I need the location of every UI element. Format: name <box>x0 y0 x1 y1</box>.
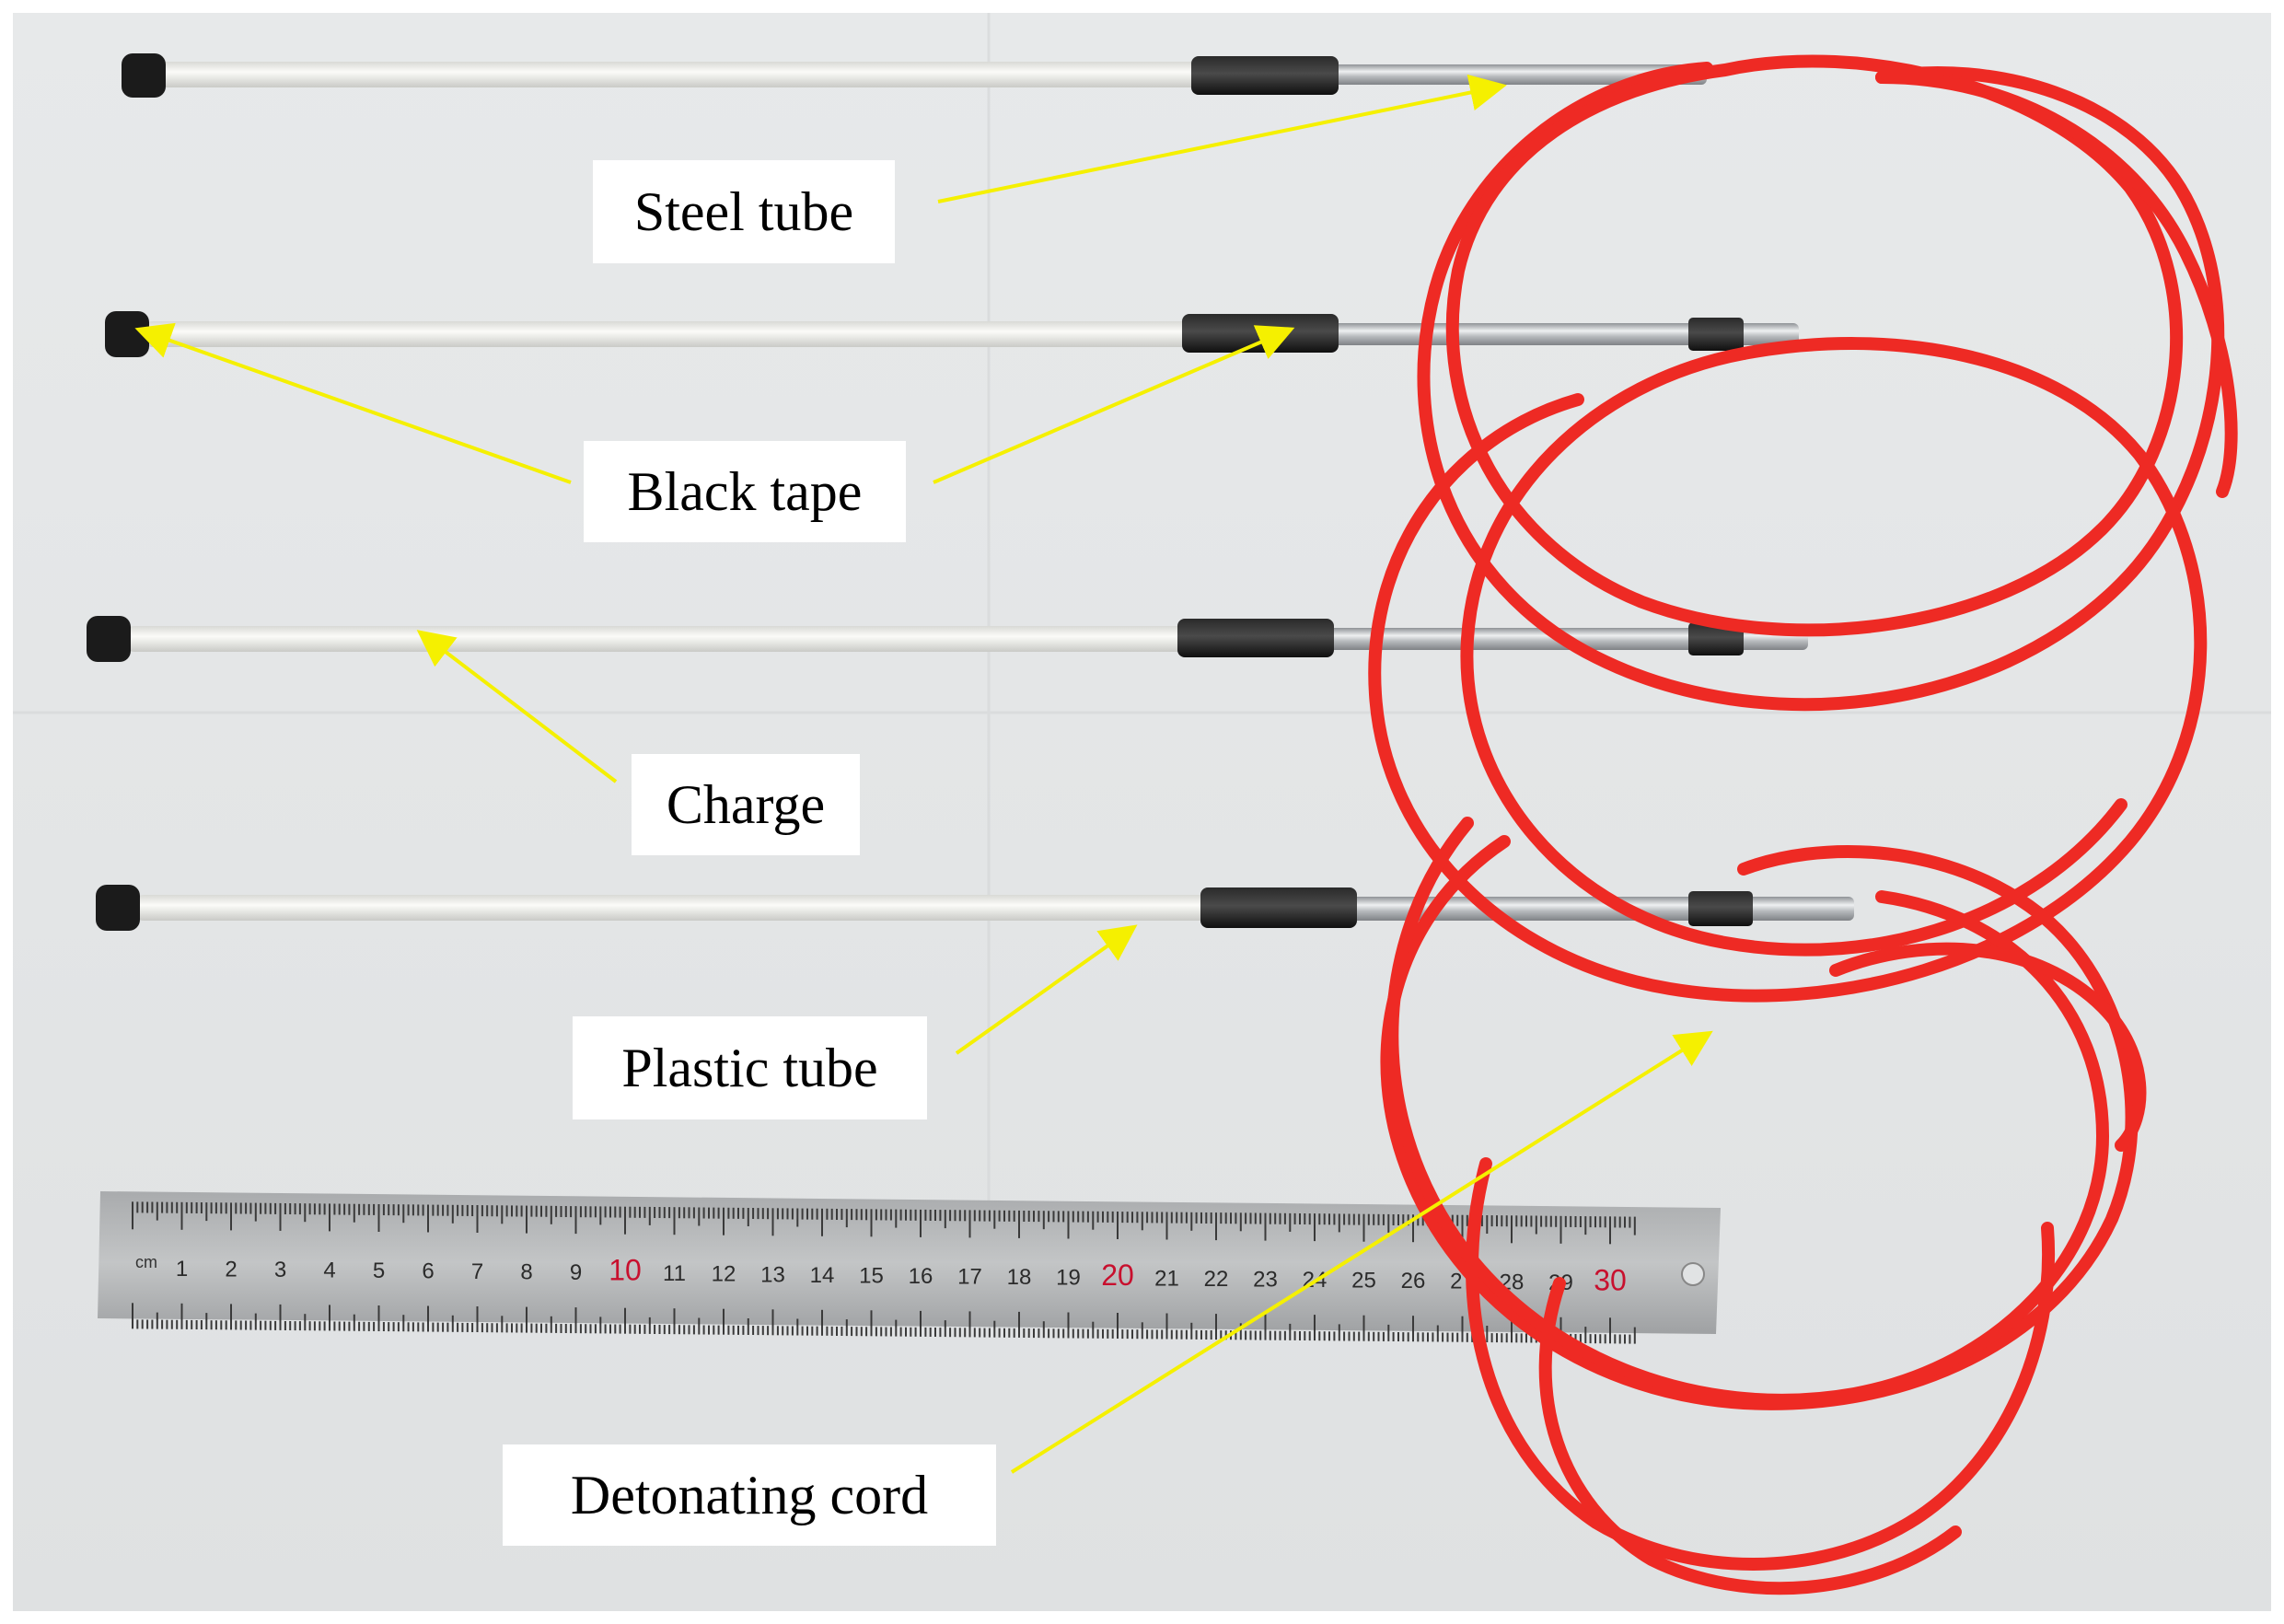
ruler-number: 14 <box>810 1263 835 1288</box>
steel-tube <box>1320 323 1799 345</box>
ruler-number: 22 <box>1204 1267 1229 1292</box>
rod-4 <box>96 885 1854 931</box>
ruler-number: 20 <box>1101 1259 1134 1292</box>
label-steel-tube: Steel tube <box>593 160 895 263</box>
black-tape <box>1200 887 1357 928</box>
label-black-tape: Black tape <box>584 441 906 542</box>
ruler-number: 13 <box>760 1262 785 1287</box>
label-charge: Charge <box>632 754 860 855</box>
ruler-number: 30 <box>1594 1263 1627 1296</box>
label-plastic-tube: Plastic tube <box>573 1016 927 1119</box>
arrow-charge <box>416 630 618 783</box>
black-tape <box>1177 619 1334 657</box>
label-detonating-cord: Detonating cord <box>503 1444 996 1546</box>
arrow-plastic-tube <box>955 924 1138 1055</box>
ruler-number: 25 <box>1351 1269 1376 1293</box>
end-cap <box>96 885 140 931</box>
ruler-number: 9 <box>570 1260 582 1285</box>
end-cap <box>105 311 149 357</box>
black-tape <box>1191 56 1339 95</box>
steel-tube <box>1320 64 1707 85</box>
ruler-number: 19 <box>1056 1266 1081 1291</box>
rod-2 <box>105 311 1799 357</box>
ruler-number: 11 <box>663 1261 686 1286</box>
end-tape <box>1688 318 1744 351</box>
arrow-black-tape-right <box>933 325 1295 484</box>
ruler-hole <box>1681 1262 1705 1286</box>
rod-1 <box>122 53 1707 98</box>
arrow-steel-tube <box>937 74 1507 203</box>
ruler-ticks <box>132 1201 1636 1344</box>
ruler-number: 21 <box>1154 1267 1179 1292</box>
plastic-tube <box>133 895 1210 921</box>
ruler-unit: cm <box>135 1253 157 1271</box>
arrow-black-tape-left <box>134 322 572 484</box>
ruler-number: 3 <box>274 1258 286 1282</box>
plastic-tube <box>142 321 1200 347</box>
end-tape <box>1688 891 1753 926</box>
ruler-number: 10 <box>609 1254 642 1287</box>
ruler-number: 18 <box>1007 1265 1032 1290</box>
ruler-number: 16 <box>909 1264 933 1289</box>
ruler-number: 17 <box>957 1264 982 1289</box>
ruler-number: 23 <box>1253 1268 1278 1293</box>
rod-3 <box>87 616 1808 662</box>
ruler-number: 7 <box>471 1259 483 1284</box>
ruler-number: 5 <box>373 1259 385 1283</box>
ruler-number: 2 <box>225 1257 237 1282</box>
paper-creases <box>13 13 2271 1210</box>
ruler-number: 4 <box>323 1258 335 1282</box>
arrow-detonating-cord <box>1010 1030 1713 1474</box>
end-cap <box>122 53 166 98</box>
black-tape <box>1182 314 1339 353</box>
ruler-number: 1 <box>176 1257 188 1282</box>
annotation-arrows <box>134 74 1713 1474</box>
ruler-number: 15 <box>859 1263 884 1288</box>
detonating-cord <box>1368 54 2238 1595</box>
plastic-tube <box>123 626 1191 652</box>
plastic-tube <box>151 62 1210 87</box>
ruler-number: 6 <box>422 1259 434 1284</box>
ruler-number: 26 <box>1401 1269 1426 1293</box>
ruler-number: 12 <box>712 1262 736 1287</box>
end-cap <box>87 616 131 662</box>
ruler-number: 8 <box>520 1260 532 1285</box>
